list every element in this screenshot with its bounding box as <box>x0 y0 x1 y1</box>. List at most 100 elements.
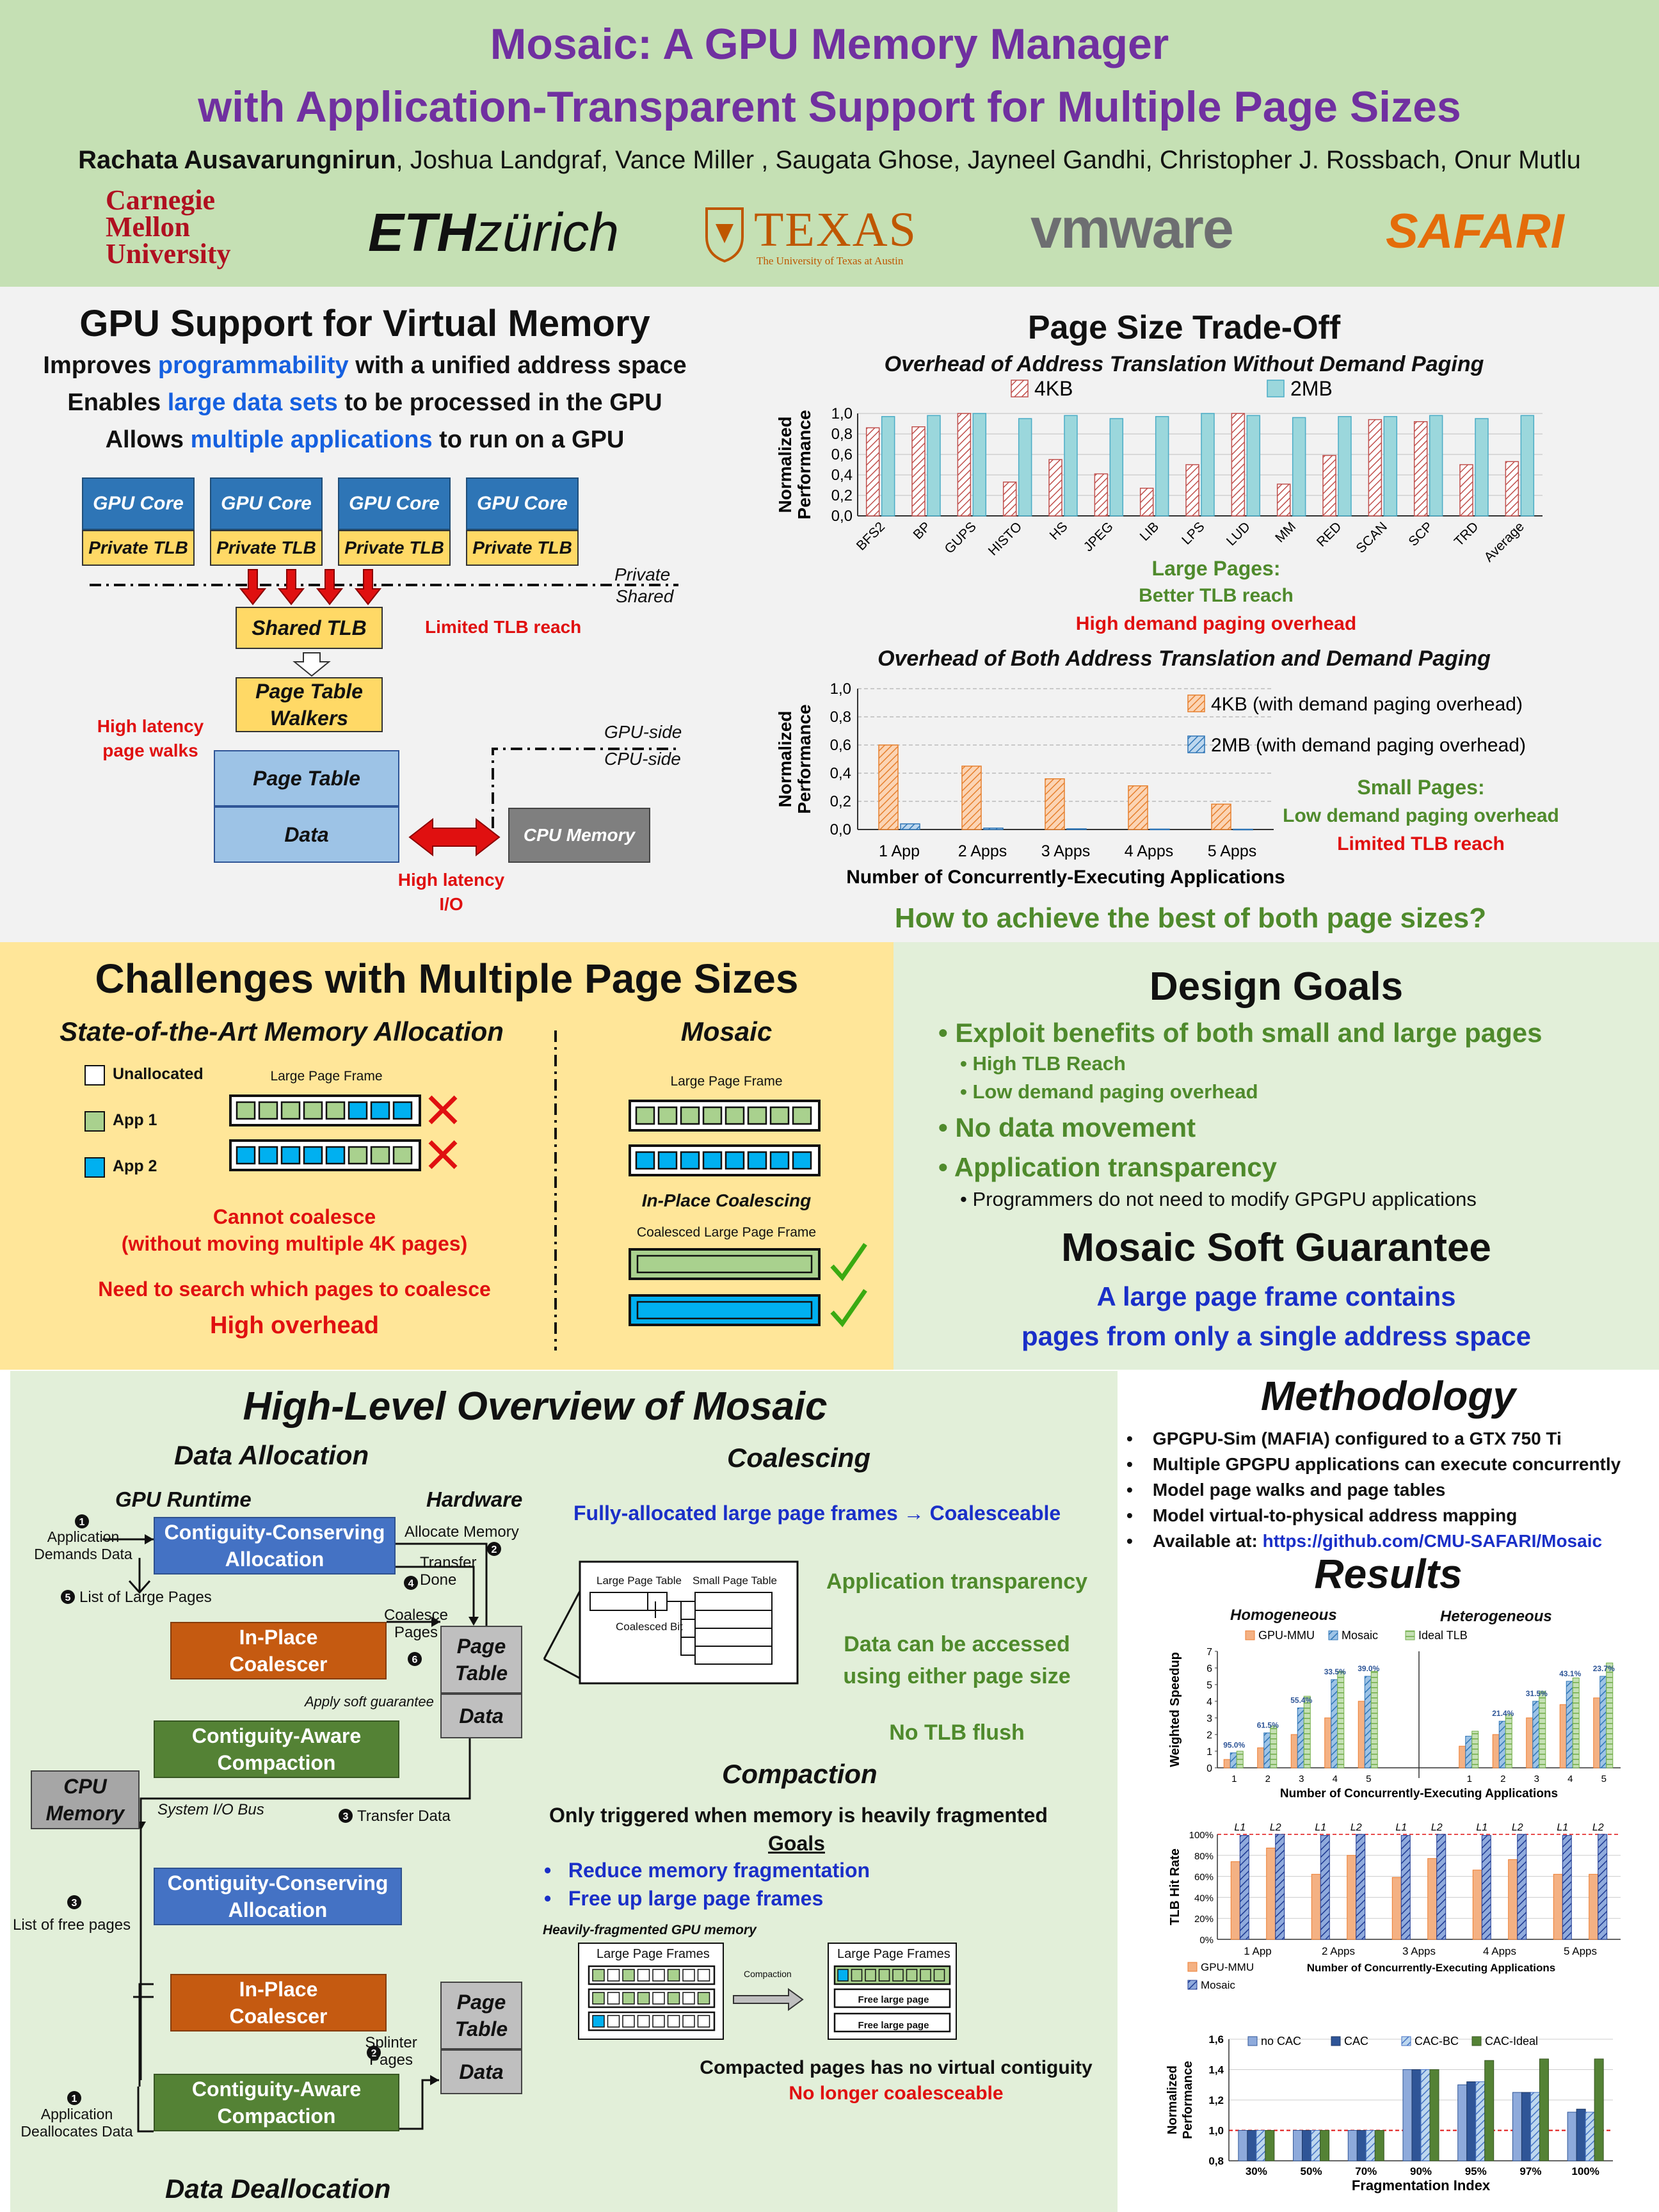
cannot-coalesce: Cannot coalesce (without moving multiple… <box>38 1203 550 1257</box>
authors: Rachata Ausavarungnirun, Joshua Landgraf… <box>0 146 1659 175</box>
box-line: Table <box>454 2017 508 2040</box>
inplace-coalescing-label: In-Place Coalescing <box>641 1190 812 1210</box>
page-cell <box>906 1969 918 1982</box>
bar-no-cac <box>1512 2092 1522 2161</box>
y-axis-title: TLB Hit Rate <box>1168 1848 1182 1925</box>
improvement-label: 95.0% <box>1223 1741 1245 1750</box>
bar-4kb-dp <box>961 765 982 830</box>
bar-4kb <box>1322 454 1336 517</box>
free-frame <box>833 1988 951 2008</box>
bar-level-label: L2 <box>1431 1822 1443 1833</box>
bar-mosaic <box>1275 1834 1285 1940</box>
other-authors: , Joshua Landgraf, Vance Miller , Saugat… <box>396 146 1581 174</box>
x-axis-title: Number of Concurrently-Executing Applica… <box>846 867 1285 888</box>
y-tick-label: 0,2 <box>830 793 851 810</box>
line-text: Allows <box>105 426 191 453</box>
large-pages-benefit: Better TLB reach <box>1139 585 1294 606</box>
bar-gpu-mmu <box>1324 1717 1332 1768</box>
legend-label: CAC-BC <box>1415 2035 1459 2048</box>
page-cell <box>325 1101 346 1120</box>
page-cell <box>697 1992 710 2005</box>
goal-3a: • Programmers do not need to modify GPGP… <box>960 1188 1477 1210</box>
bar-gpu-mmu <box>1266 1847 1276 1940</box>
improvement-label: 21.4% <box>1492 1709 1514 1718</box>
step-number: 3 <box>343 1811 349 1822</box>
compacted-no-contiguity: Compacted pages has no virtual contiguit… <box>700 2057 1093 2078</box>
small-pages-benefit: Low demand paging overhead <box>1283 805 1559 826</box>
bar-4kb <box>1276 483 1291 517</box>
bar-ideal-tlb <box>1572 1678 1580 1768</box>
bar-level-label: L2 <box>1350 1822 1362 1833</box>
need-search: Need to search which pages to coalesce <box>98 1278 491 1301</box>
label-line: Pages <box>369 2051 413 2069</box>
goal-text: Exploit benefits of both small and large… <box>955 1018 1543 1048</box>
fully-allocated-coalesceable: Fully-allocated large page frames → Coal… <box>573 1502 1061 1525</box>
legend-label: Ideal TLB <box>1418 1629 1468 1642</box>
bar-ideal-tlb <box>1270 1726 1278 1768</box>
page-cell <box>637 1969 650 1982</box>
page-cell <box>392 1146 413 1165</box>
check-icon <box>830 1243 867 1281</box>
either-page-size-note: Data can be accessed using either page s… <box>806 1628 1107 1692</box>
large-page-table-label: Large Page Table <box>597 1575 682 1587</box>
line-text: with a unified address space <box>348 352 687 379</box>
legend-unallocated: Unallocated <box>113 1065 204 1083</box>
page-cell <box>348 1146 368 1165</box>
cross-icon <box>428 1095 458 1125</box>
page-cell <box>607 2015 620 2028</box>
gpu-core-1: GPU Core <box>82 477 195 530</box>
cmu-logo-line: Carnegie <box>106 184 216 216</box>
bar-level-label: L2 <box>1270 1822 1281 1833</box>
bar-mosaic <box>1566 1681 1573 1768</box>
bar-cac-bc <box>1585 2112 1595 2161</box>
methodology-item: • GPGPU-Sim (MAFIA) configured to a GTX … <box>1126 1429 1562 1448</box>
x-tick-label: 5 <box>1601 1774 1607 1784</box>
gpu-page-table: Page Table <box>214 750 399 806</box>
transfer-data-label: Transfer Data <box>357 1807 451 1825</box>
title-line-1: Mosaic: A GPU Memory Manager <box>490 20 1169 68</box>
goal-text: No data movement <box>955 1112 1196 1142</box>
bar-gpu-mmu <box>1508 1859 1518 1940</box>
eth-logo-light: zürich <box>476 202 620 262</box>
goal-text: Low demand paging overhead <box>972 1080 1258 1103</box>
legend-app2-swatch <box>84 1157 105 1178</box>
page-cell <box>682 2015 695 2028</box>
io-line: High latency <box>397 870 505 890</box>
page-cell <box>280 1146 301 1165</box>
bar-4kb <box>911 426 926 517</box>
goal-1a: • High TLB Reach <box>960 1052 1126 1075</box>
gpu-data: Data <box>214 806 399 863</box>
x-tick-label: 3 <box>1299 1774 1304 1784</box>
bar-mosaic <box>1436 1834 1447 1940</box>
bar-cac-bc <box>1256 2130 1266 2161</box>
github-link[interactable]: https://github.com/CMU-SAFARI/Mosaic <box>1262 1531 1603 1551</box>
y-tick-label: 7 <box>1206 1647 1212 1658</box>
bar-level-label: L1 <box>1476 1822 1487 1833</box>
x-tick-label: BFS2 <box>854 519 888 553</box>
bar-cac-ideal <box>1320 2130 1330 2161</box>
label-line: Demands Data <box>34 1546 132 1562</box>
step-number: 1 <box>79 1517 85 1528</box>
challenges-divider <box>554 1030 557 1350</box>
page-cell <box>592 2015 605 2028</box>
bar-2mb <box>1383 416 1398 517</box>
y-axis-title: Performance <box>1181 2061 1195 2139</box>
legend-label-2mb-dp: 2MB (with demand paging overhead) <box>1211 735 1526 756</box>
bar-mosaic <box>1400 1835 1411 1940</box>
bar-mosaic <box>1598 1834 1608 1940</box>
hardware-label: Hardware <box>426 1487 523 1511</box>
bar-no-cac <box>1347 2130 1358 2161</box>
limited-tlb-reach: Limited TLB reach <box>425 617 582 637</box>
step-number: 6 <box>412 1655 418 1665</box>
y-tick-label: 0,8 <box>830 709 851 726</box>
bar-cac-ideal <box>1484 2060 1495 2161</box>
improvement-label: 43.1% <box>1559 1669 1581 1678</box>
compaction-arrow-label: Compaction <box>744 1969 792 1979</box>
transfer-done-label: Transfer Done <box>420 1554 476 1589</box>
sota-large-frame-label: Large Page Frame <box>270 1069 383 1084</box>
bar-cac <box>1356 2130 1366 2161</box>
large-pages-label: Large Pages: <box>1151 557 1281 580</box>
item-text: Model page walks and page tables <box>1152 1480 1446 1500</box>
shared-tlb: Shared TLB <box>236 607 383 649</box>
